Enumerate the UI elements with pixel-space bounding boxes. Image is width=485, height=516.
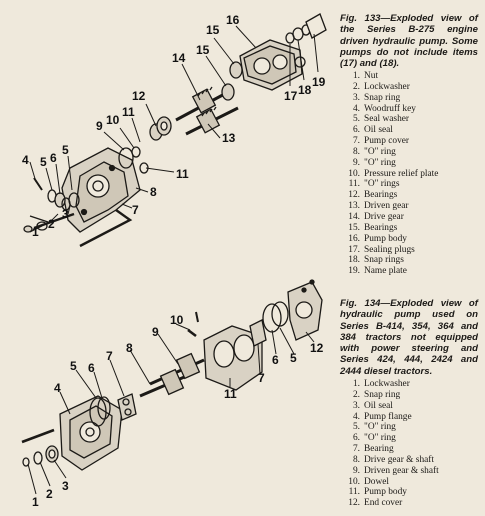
list-item: 17.Sealing plugs bbox=[348, 244, 415, 255]
list-item: 11."O" rings bbox=[348, 179, 400, 190]
fig134-caption: Fig. 134—Exploded view of hydraulic pump… bbox=[340, 298, 478, 377]
fig133-caption: Fig. 133—Exploded view of the Series B-2… bbox=[340, 13, 478, 70]
fig134-pump-body bbox=[203, 325, 263, 391]
fig133-callout: 6 bbox=[50, 151, 57, 165]
fig133-leader-lines bbox=[29, 25, 319, 233]
fig134-callout: 4 bbox=[54, 381, 61, 395]
list-item: 13.Driven gear bbox=[348, 201, 409, 212]
fig134-front-hardware bbox=[21, 428, 59, 467]
list-item: 2.Snap ring bbox=[352, 389, 401, 400]
fig134-pump-flange bbox=[59, 395, 123, 471]
fig134-callout: 8 bbox=[126, 341, 133, 355]
fig134-callouts: 1 2 3 4 5 6 7 8 9 10 7 11 6 5 12 bbox=[32, 313, 324, 509]
fig133-callout: 12 bbox=[132, 89, 146, 103]
list-item: 9."O" ring bbox=[352, 157, 396, 168]
fig133-callout: 3 bbox=[62, 207, 69, 221]
fig133-callout: 11 bbox=[122, 105, 135, 119]
fig134-callout: 6 bbox=[88, 361, 95, 375]
list-item: 12.Bearings bbox=[348, 190, 398, 201]
fig133-callout: 9 bbox=[96, 119, 103, 133]
fig134-bearing-front bbox=[117, 393, 137, 421]
list-item: 6."O" ring bbox=[352, 433, 396, 444]
fig133-callout: 4 bbox=[22, 153, 29, 167]
fig134-callout: 6 bbox=[272, 353, 279, 367]
list-item: 3.Oil seal bbox=[352, 400, 393, 411]
fig134-callout: 2 bbox=[46, 487, 53, 501]
fig134-callout: 10 bbox=[170, 313, 184, 327]
fig134-gears bbox=[139, 352, 205, 398]
fig134-callout: 7 bbox=[106, 349, 113, 363]
fig133-callout: 15 bbox=[196, 43, 210, 57]
fig133-rear-bearings bbox=[221, 61, 243, 101]
fig133-parts-list: 1.Nut 2.Lockwasher 3.Snap ring 4.Woodruf… bbox=[341, 71, 481, 277]
list-item: 4.Woodruff key bbox=[352, 103, 416, 114]
fig134-o-rings-front bbox=[89, 396, 111, 427]
fig134-callout: 5 bbox=[70, 359, 77, 373]
list-item: 7.Bearing bbox=[352, 444, 394, 455]
fig133-callout: 1 bbox=[32, 225, 39, 239]
list-item: 6.Oil seal bbox=[352, 125, 393, 136]
fig134-rear-parts bbox=[249, 279, 323, 347]
list-item: 2.Lockwasher bbox=[352, 81, 410, 92]
fig134-callout: 1 bbox=[32, 495, 39, 509]
list-item: 5.Seal washer bbox=[352, 114, 410, 125]
fig133-callout: 11 bbox=[176, 167, 189, 181]
fig133-pump-cover bbox=[61, 147, 141, 248]
list-item: 10.Dowel bbox=[348, 476, 389, 487]
list-item: 9.Driven gear & shaft bbox=[352, 465, 439, 476]
fig134-callout: 11 bbox=[224, 387, 237, 401]
fig134-callout: 9 bbox=[152, 325, 159, 339]
fig133-bearings bbox=[149, 116, 172, 141]
fig133-callout: 5 bbox=[40, 155, 47, 169]
list-item: 19.Name plate bbox=[348, 266, 407, 277]
fig133-callout: 7 bbox=[132, 203, 139, 217]
fig134-callout: 3 bbox=[62, 479, 69, 493]
list-item: 15.Bearings bbox=[348, 222, 398, 233]
fig134-parts-list: 1.Lockwasher 2.Snap ring 3.Oil seal 4.Pu… bbox=[341, 379, 481, 509]
fig133-callout: 19 bbox=[312, 75, 326, 89]
list-item: 1.Lockwasher bbox=[352, 379, 410, 389]
fig133-callouts: 1 2 3 4 5 6 5 7 8 9 10 11 11 12 13 14 15… bbox=[22, 13, 326, 239]
fig133-callout: 15 bbox=[206, 23, 220, 37]
list-item: 4.Pump flange bbox=[352, 411, 412, 422]
fig133-plugs-plate bbox=[285, 13, 327, 44]
fig133-callout: 10 bbox=[106, 113, 120, 127]
fig133-pump-body bbox=[239, 39, 306, 91]
list-item: 3.Snap ring bbox=[352, 92, 401, 103]
fig133-callout: 17 bbox=[284, 89, 298, 103]
list-item: 10.Pressure relief plate bbox=[348, 168, 439, 179]
fig133-callout: 16 bbox=[226, 13, 240, 27]
fig134-callout: 12 bbox=[310, 341, 324, 355]
list-item: 11.Pump body bbox=[348, 487, 407, 498]
fig134-dowel bbox=[187, 311, 199, 338]
list-item: 8."O" ring bbox=[352, 146, 396, 157]
fig133-callout: 13 bbox=[222, 131, 236, 145]
fig133-callout: 5 bbox=[62, 143, 69, 157]
list-item: 14.Drive gear bbox=[348, 211, 404, 222]
fig133-callout: 2 bbox=[48, 217, 55, 231]
fig134-callout: 5 bbox=[290, 351, 297, 365]
fig133-callout: 8 bbox=[150, 185, 157, 199]
list-item: 16.Pump body bbox=[348, 233, 407, 244]
list-item: 8.Drive gear & shaft bbox=[352, 454, 435, 465]
fig133-callout: 18 bbox=[298, 83, 312, 97]
list-item: 5."O" ring bbox=[352, 422, 396, 433]
list-item: 18.Snap rings bbox=[348, 255, 404, 266]
fig134-leader-lines bbox=[27, 323, 315, 495]
list-item: 1.Nut bbox=[352, 71, 379, 81]
list-item: 7.Pump cover bbox=[352, 136, 410, 147]
fig133-callout: 14 bbox=[172, 51, 186, 65]
fig133-gears bbox=[175, 86, 239, 136]
fig134-callout: 7 bbox=[258, 371, 265, 385]
list-item: 12.End cover bbox=[348, 498, 403, 509]
